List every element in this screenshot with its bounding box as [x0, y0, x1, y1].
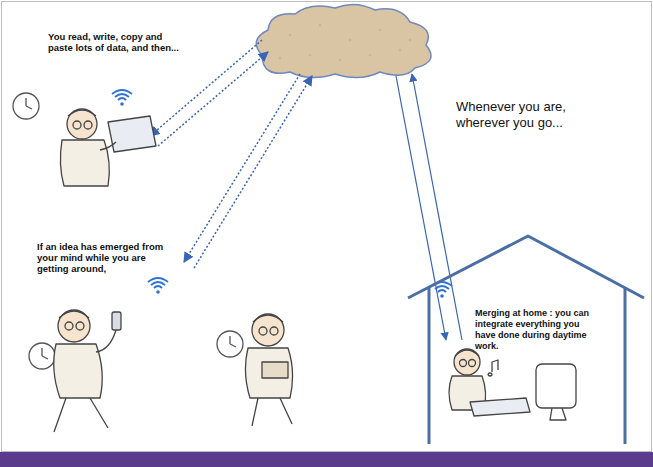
glasses [469, 360, 476, 367]
node-text-group: Merging at home : you can integrate ever… [475, 308, 595, 352]
house-roof [408, 236, 644, 298]
person-computer [449, 349, 576, 420]
glasses [65, 322, 73, 330]
glasses [76, 322, 84, 330]
cloud-texture [279, 24, 411, 61]
sync-arrow [184, 74, 300, 262]
glasses [270, 327, 278, 335]
node-text: Merging at home : you can integrate ever… [475, 308, 595, 352]
footer-band [0, 452, 653, 467]
person-legs [252, 398, 292, 426]
sync-arrow [412, 74, 462, 340]
person-head [58, 310, 90, 342]
glasses [259, 327, 267, 335]
sync-arrow [194, 76, 312, 268]
person-arm [100, 142, 116, 150]
wifi-icon [112, 90, 132, 106]
tablet-device [108, 116, 156, 152]
tagline-text: Whenever you are, wherever you go... [456, 99, 581, 131]
person-hair [68, 110, 96, 116]
glasses [460, 360, 467, 367]
house-node: Merging at home : you can integrate ever… [405, 232, 647, 444]
person-head [67, 109, 97, 139]
person-body [60, 140, 109, 186]
person-walking [245, 314, 292, 426]
person-head [454, 349, 480, 375]
person-tablet [60, 109, 156, 186]
monitor-device [536, 364, 576, 408]
annotation-text: If an idea has emerged from your mind wh… [37, 241, 172, 274]
person-hair [253, 315, 283, 322]
person-body [245, 348, 292, 398]
person-legs [54, 398, 108, 432]
person-phone [54, 310, 121, 432]
person-hair [59, 311, 89, 318]
music-note [488, 360, 498, 376]
glasses [84, 121, 92, 129]
wifi-icon [148, 278, 168, 294]
clock-icon [217, 331, 243, 357]
book-item [262, 362, 288, 378]
sync-arrow [158, 52, 268, 146]
house-wall [429, 287, 625, 444]
phone-device [112, 312, 121, 330]
person-body [54, 344, 103, 398]
annotation-text: You read, write, copy and paste lots of … [48, 31, 186, 53]
keyboard-device [470, 398, 530, 416]
sync-arrow [150, 40, 262, 136]
clock-icon [13, 93, 39, 119]
cloud-shape [256, 4, 431, 77]
glasses [73, 121, 81, 129]
sync-arrow [396, 76, 446, 340]
frame-border [2, 2, 652, 452]
monitor-stand [550, 408, 566, 420]
person-arm [96, 330, 116, 352]
clock-icon [29, 343, 55, 369]
person-head [252, 314, 284, 346]
